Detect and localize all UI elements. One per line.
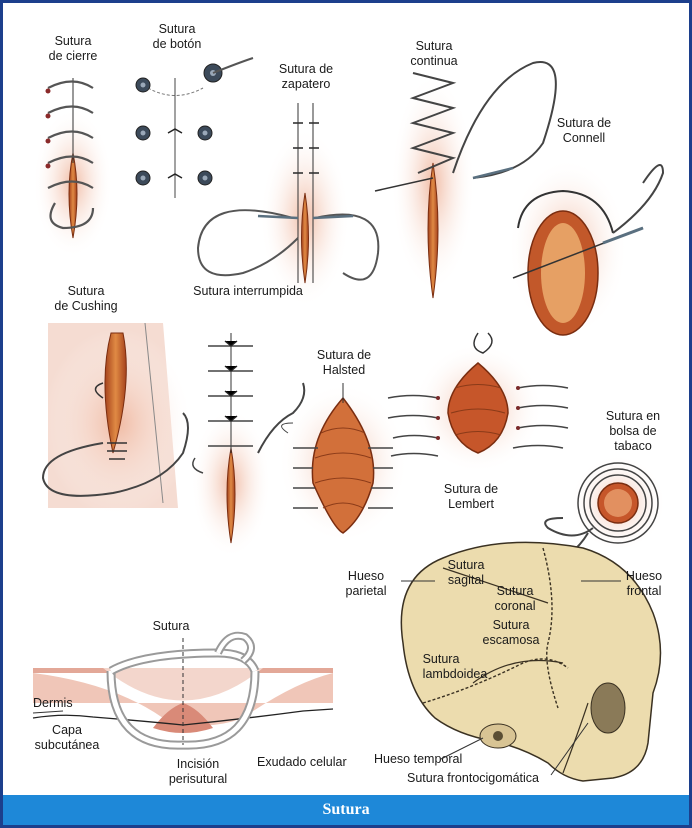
caption-bar: Sutura bbox=[3, 795, 689, 825]
svg-text:lambdoidea: lambdoidea bbox=[423, 667, 488, 681]
svg-text:Sutura: Sutura bbox=[448, 558, 485, 572]
svg-text:Sutura de: Sutura de bbox=[279, 62, 333, 76]
svg-text:tabaco: tabaco bbox=[614, 439, 652, 453]
svg-text:escamosa: escamosa bbox=[483, 633, 540, 647]
svg-text:Hueso: Hueso bbox=[348, 569, 384, 583]
label-sutura-connell: Sutura de Connell bbox=[557, 116, 611, 145]
label-sutura-zapatero: Sutura de zapatero bbox=[279, 62, 333, 91]
label-sutura-interrumpida: Sutura interrumpida bbox=[193, 284, 303, 298]
label-sutura-sagital: Sutura sagital bbox=[448, 558, 485, 587]
svg-text:frontal: frontal bbox=[627, 584, 662, 598]
svg-text:de botón: de botón bbox=[153, 37, 202, 51]
label-dermis: Dermis bbox=[33, 696, 73, 710]
svg-text:Sutura: Sutura bbox=[68, 284, 105, 298]
sutura-lembert-drawing bbox=[388, 333, 568, 473]
suture-illustration: Sutura de cierre Sutura de botón Sutura … bbox=[3, 3, 689, 793]
label-hueso-temporal: Hueso temporal bbox=[374, 752, 462, 766]
svg-text:Incisión: Incisión bbox=[177, 757, 219, 771]
svg-text:continua: continua bbox=[410, 54, 457, 68]
svg-text:Sutura en: Sutura en bbox=[606, 409, 660, 423]
label-sutura-cierre: Sutura de cierre bbox=[49, 34, 98, 63]
label-sutura-bolsa-tabaco: Sutura en bolsa de tabaco bbox=[606, 409, 660, 453]
svg-text:sagital: sagital bbox=[448, 573, 484, 587]
label-sutura-boton: Sutura de botón bbox=[153, 22, 202, 51]
label-incision-perisutural: Incisión perisutural bbox=[169, 757, 227, 786]
label-hueso-frontal: Hueso frontal bbox=[626, 569, 662, 598]
label-sutura-continua: Sutura continua bbox=[410, 39, 457, 68]
svg-text:Capa: Capa bbox=[52, 723, 82, 737]
svg-text:Sutura de: Sutura de bbox=[557, 116, 611, 130]
svg-text:Sutura de: Sutura de bbox=[317, 348, 371, 362]
svg-text:perisutural: perisutural bbox=[169, 772, 227, 786]
svg-text:Sutura: Sutura bbox=[55, 34, 92, 48]
label-sutura-coronal: Sutura coronal bbox=[495, 584, 536, 613]
svg-text:Connell: Connell bbox=[563, 131, 605, 145]
label-sutura-halsted: Sutura de Halsted bbox=[317, 348, 371, 377]
label-hueso-parietal: Hueso parietal bbox=[346, 569, 387, 598]
sutura-connell-drawing bbox=[508, 158, 663, 338]
label-sutura-seccion: Sutura bbox=[153, 619, 190, 633]
label-exudado-celular: Exudado celular bbox=[257, 755, 347, 769]
svg-text:Sutura: Sutura bbox=[423, 652, 460, 666]
label-sutura-cushing: Sutura de Cushing bbox=[54, 284, 117, 313]
svg-text:de Cushing: de Cushing bbox=[54, 299, 117, 313]
svg-text:bolsa de: bolsa de bbox=[609, 424, 656, 438]
label-sutura-lembert: Sutura de Lembert bbox=[444, 482, 498, 511]
sutura-cierre-drawing bbox=[33, 78, 113, 258]
svg-text:Halsted: Halsted bbox=[323, 363, 365, 377]
sutura-halsted-drawing bbox=[278, 383, 408, 543]
svg-text:Lembert: Lembert bbox=[448, 497, 494, 511]
svg-text:Sutura: Sutura bbox=[493, 618, 530, 632]
svg-text:parietal: parietal bbox=[346, 584, 387, 598]
label-sutura-frontocigomatica: Sutura frontocigomática bbox=[407, 771, 539, 785]
svg-text:subcutánea: subcutánea bbox=[35, 738, 100, 752]
sutura-zapatero-drawing bbox=[198, 103, 378, 308]
caption-title: Sutura bbox=[322, 801, 369, 819]
svg-text:coronal: coronal bbox=[495, 599, 536, 613]
sutura-cushing-drawing bbox=[43, 323, 193, 518]
svg-text:de cierre: de cierre bbox=[49, 49, 98, 63]
svg-text:Sutura: Sutura bbox=[159, 22, 196, 36]
svg-text:Sutura: Sutura bbox=[497, 584, 534, 598]
svg-text:Hueso: Hueso bbox=[626, 569, 662, 583]
svg-text:Sutura de: Sutura de bbox=[444, 482, 498, 496]
svg-text:Sutura: Sutura bbox=[416, 39, 453, 53]
label-capa-subcutanea: Capa subcutánea bbox=[35, 723, 100, 752]
sutura-boton-drawing bbox=[136, 58, 253, 198]
svg-text:zapatero: zapatero bbox=[282, 77, 331, 91]
